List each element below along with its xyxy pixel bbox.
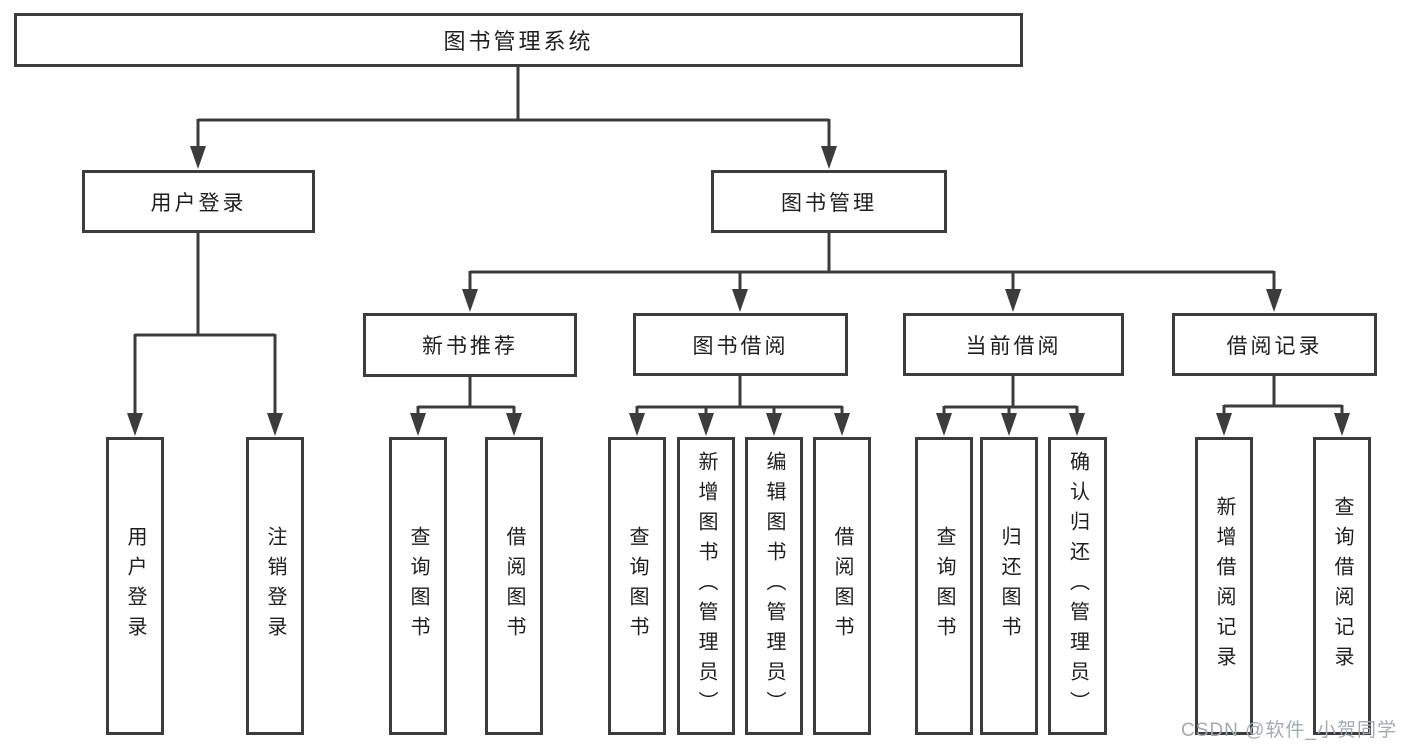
leaf-confirm-return-admin: 确认归还（管理员） (1048, 437, 1107, 735)
node-label: 归还图书 (998, 526, 1020, 646)
leaf-query-borrow-record: 查询借阅记录 (1313, 437, 1371, 735)
csdn-watermark: CSDN @软件_小贺同学 (1181, 720, 1397, 741)
node-label: 查询图书 (407, 526, 429, 646)
node-label: 新增借阅记录 (1213, 496, 1235, 676)
leaf-query-books-borrowing: 查询图书 (608, 437, 666, 735)
node-label: 图书管理系统 (443, 29, 594, 54)
leaf-logout: 注销登录 (246, 437, 304, 735)
node-label: 新书推荐 (422, 335, 518, 358)
node-label: 用户登录 (150, 191, 247, 215)
node-label: 借阅图书 (503, 526, 525, 646)
node-book-management: 图书管理 (711, 170, 947, 233)
node-borrowing-records: 借阅记录 (1172, 313, 1377, 376)
leaf-user-login: 用户登录 (106, 437, 164, 735)
node-label: 图书管理 (781, 191, 877, 215)
node-label: 查询借阅记录 (1331, 496, 1353, 676)
node-label: 查询图书 (626, 526, 648, 646)
node-label: 查询图书 (933, 526, 955, 646)
leaf-edit-books-admin: 编辑图书（管理员） (745, 437, 803, 735)
leaf-query-books-recommend: 查询图书 (389, 437, 447, 735)
node-label: 图书借阅 (692, 334, 789, 358)
node-label: 借阅图书 (831, 526, 853, 646)
leaf-return-books: 归还图书 (980, 437, 1038, 735)
node-label: 当前借阅 (965, 334, 1062, 358)
node-root-system: 图书管理系统 (14, 13, 1023, 67)
node-book-borrowing: 图书借阅 (633, 313, 848, 376)
node-label: 编辑图书（管理员） (763, 451, 785, 721)
leaf-add-borrow-record: 新增借阅记录 (1195, 437, 1253, 735)
node-label: 借阅记录 (1226, 334, 1323, 358)
node-user-login: 用户登录 (82, 170, 315, 233)
node-label: 确认归还（管理员） (1066, 451, 1089, 721)
connector-edges (133, 67, 1344, 414)
node-label: 新增图书（管理员） (695, 451, 717, 721)
node-current-borrowing: 当前借阅 (903, 313, 1124, 376)
arrowhead-icons (127, 146, 1350, 436)
node-label: 用户登录 (124, 526, 146, 646)
node-label: 注销登录 (264, 526, 286, 646)
node-new-book-recommend: 新书推荐 (363, 313, 577, 377)
leaf-query-books-current: 查询图书 (915, 437, 973, 735)
leaf-borrow-books-borrowing: 借阅图书 (813, 437, 871, 735)
leaf-borrow-books-recommend: 借阅图书 (485, 437, 543, 735)
leaf-add-books-admin: 新增图书（管理员） (677, 437, 735, 735)
